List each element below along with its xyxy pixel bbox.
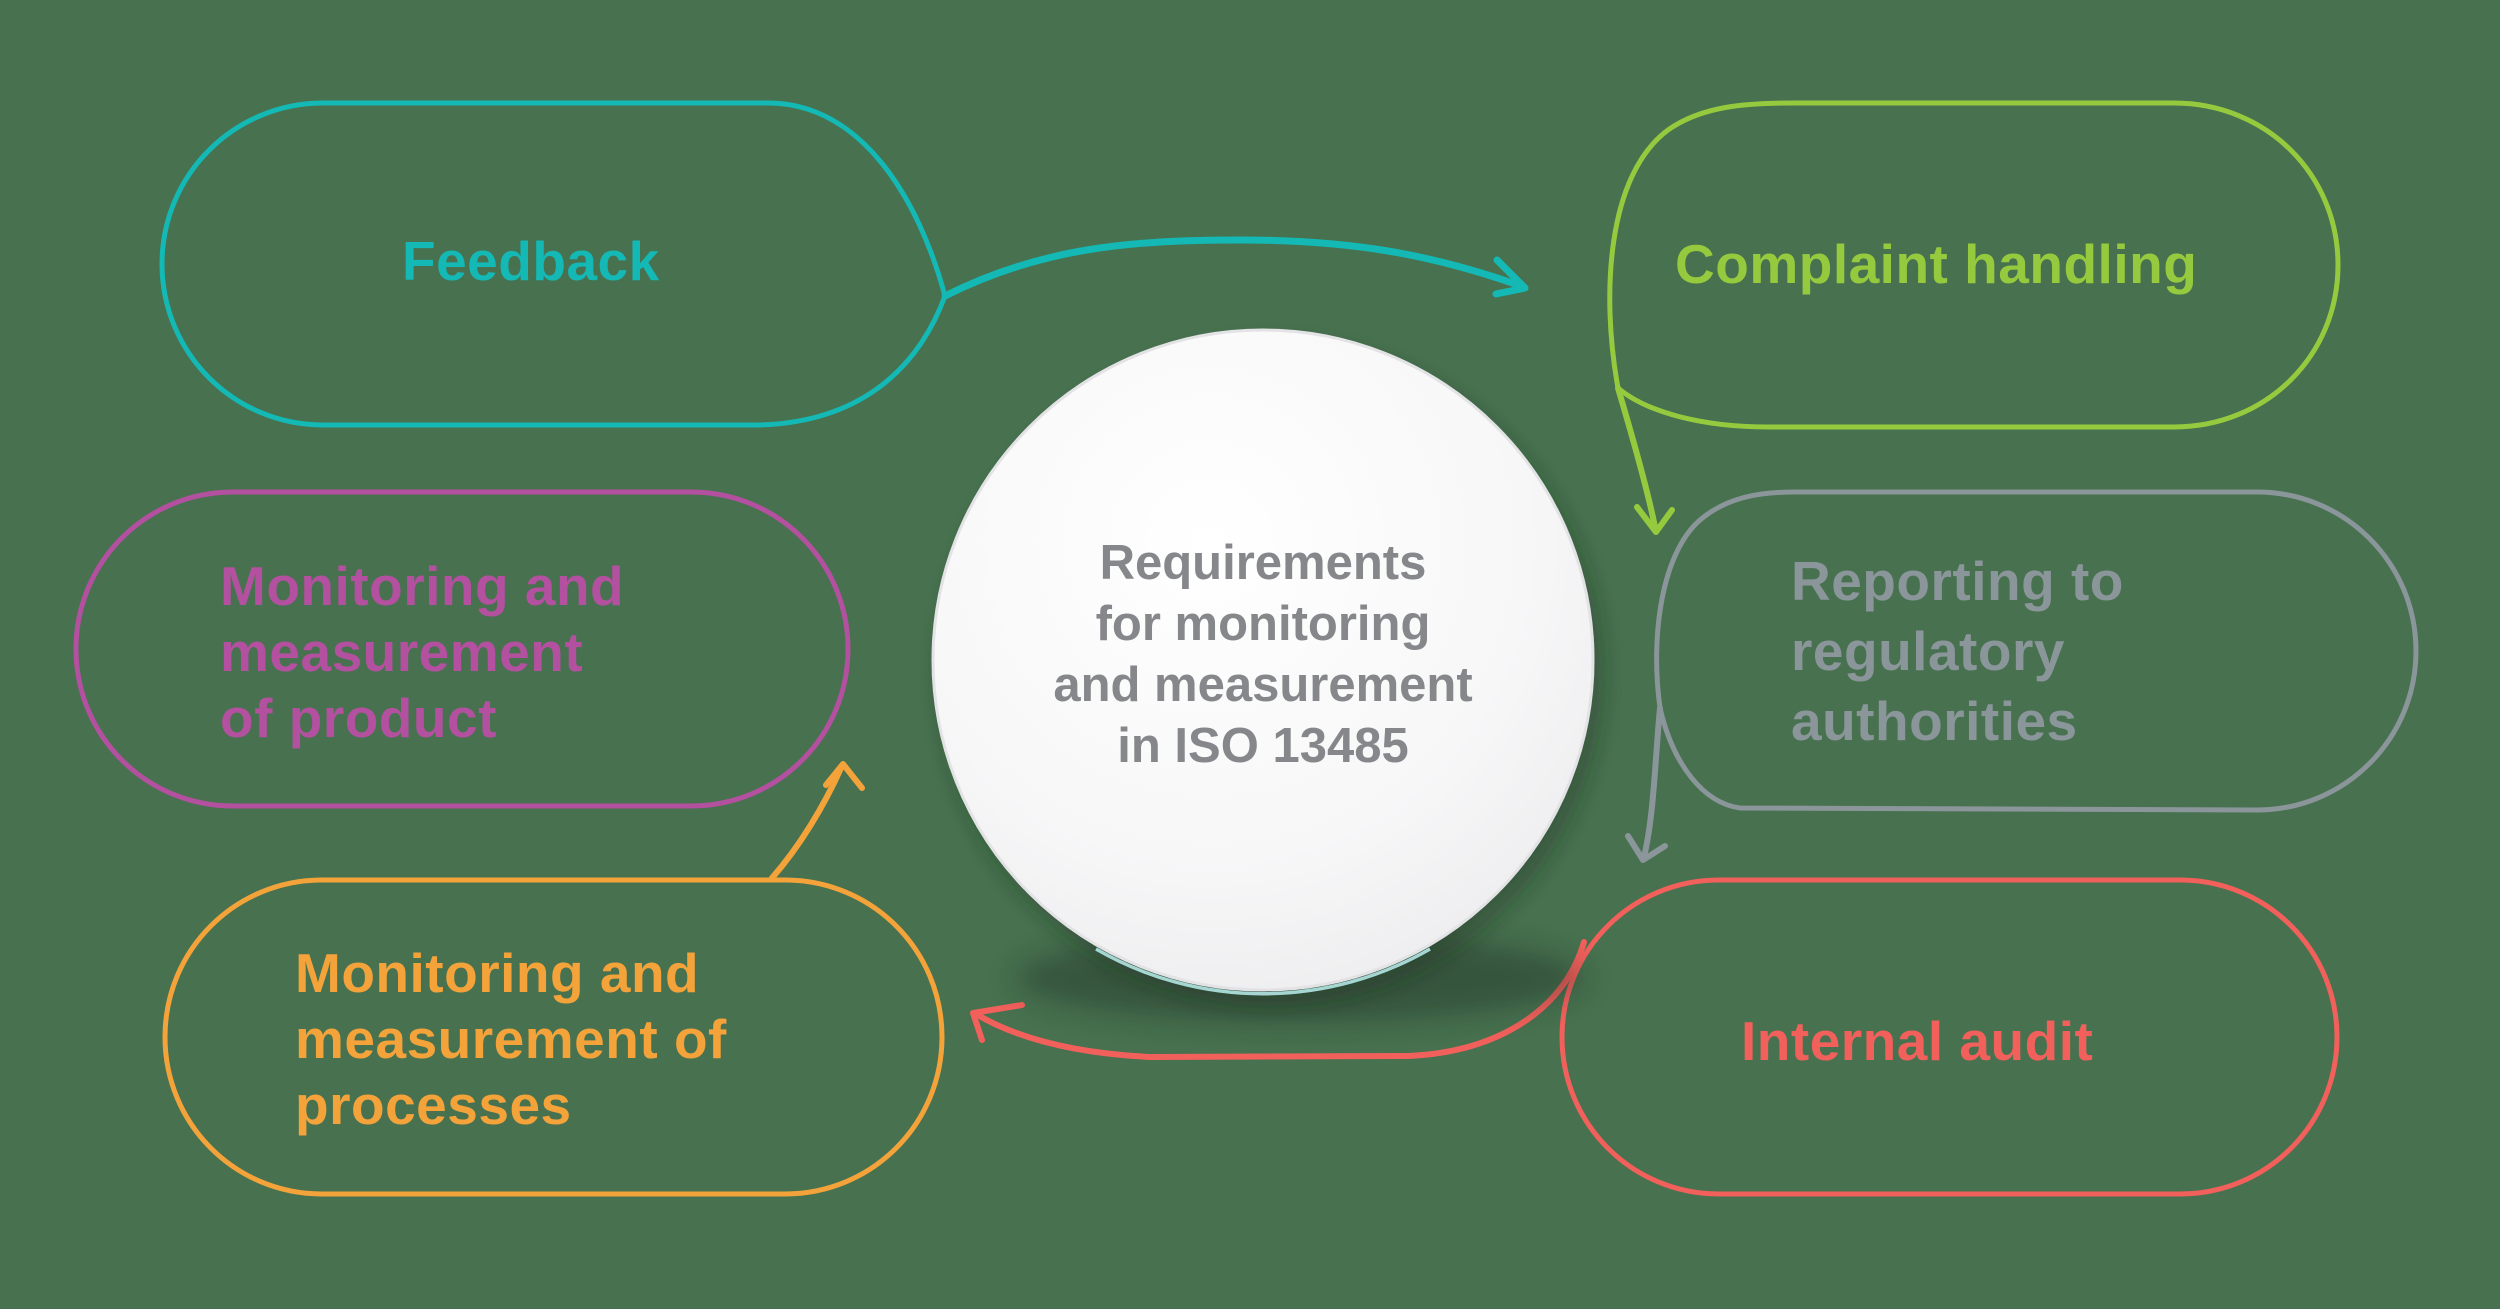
product-label: Monitoring and measurement of product [220,553,624,751]
center-title-line1: Requirements [1099,536,1427,590]
product-box [73,489,851,809]
processes-label-line3: processes [295,1074,572,1136]
arrow-complaint-to-reporting [1615,385,1675,535]
center-circle [931,328,1595,992]
product-label-line1: Monitoring and [220,555,625,617]
processes-label-line1: Monitoring and [295,942,700,1004]
processes-label-line2: measurement of [295,1008,727,1070]
reporting-label-line2: regulatory [1791,620,2065,682]
internal-audit-label: Internal audit [1741,1010,2094,1072]
processes-box [162,877,945,1197]
feedback-label: Feedback [402,230,660,292]
product-label-line3: of product [220,687,497,749]
center-title-line3: and measurement [1053,658,1473,712]
reporting-box [1654,489,2419,813]
center-title-line2: for monitoring [1095,597,1431,651]
teal-ring-arc [1095,947,1431,996]
reporting-label-line3: authorities [1791,690,2078,752]
processes-label: Monitoring and measurement of processes [295,940,727,1138]
arrow-processes-to-product [769,761,865,881]
product-label-line2: measurement [220,621,584,683]
arrow-reporting-to-internal-audit [1625,705,1668,863]
center-title: Requirements for monitoring and measurem… [963,533,1563,777]
complaint-handling-label: Complaint handling [1675,233,2198,295]
center-title-line4: in ISO 13485 [1117,719,1409,773]
reporting-label-line1: Reporting to [1791,550,2124,612]
arrow-feedback-to-complaint [941,236,1529,300]
reporting-label: Reporting to regulatory authorities [1791,546,2124,756]
complaint-handling-box [1607,100,2341,430]
feedback-box [159,100,948,428]
internal-audit-box [1559,877,2340,1197]
